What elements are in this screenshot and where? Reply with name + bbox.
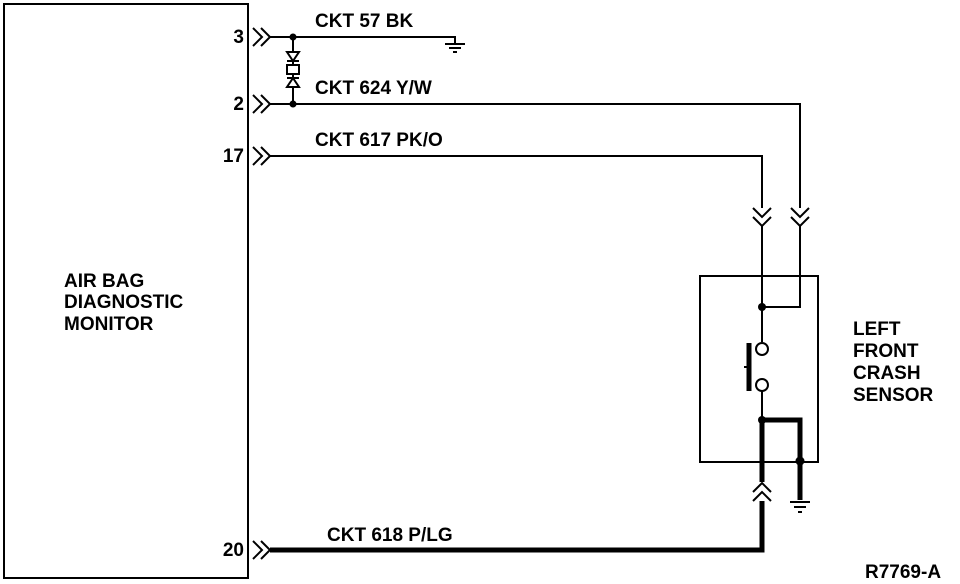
ckt-57-ground-icon — [445, 43, 465, 53]
ckt-624-sensor-connector — [790, 207, 810, 228]
sensor-switch-upper-contact — [755, 342, 769, 356]
pin-3-label: 3 — [233, 27, 244, 48]
sensor-ground-junction-dot — [795, 456, 805, 466]
ckt-624-label: CKT 624 Y/W — [315, 78, 432, 99]
ckt-624-wire — [270, 103, 801, 208]
ckt-57-wire — [270, 36, 456, 44]
diagnostic-monitor-box — [3, 3, 249, 579]
ckt-618-label: CKT 618 P/LG — [327, 525, 453, 546]
pin-17-connector — [252, 146, 272, 166]
pin-3-connector — [252, 27, 272, 47]
ckt-617-label: CKT 617 PK/O — [315, 130, 443, 151]
sensor-label-line-3: CRASH — [853, 363, 921, 384]
sensor-switch-blade-icon — [744, 343, 752, 391]
sensor-ground-loop — [762, 417, 803, 500]
pin-20-connector — [252, 540, 272, 560]
monitor-label-line-2: DIAGNOSTIC — [64, 292, 184, 313]
ckt-624-sensor-wire — [762, 226, 801, 308]
sensor-label-line-4: SENSOR — [853, 385, 934, 406]
ckt-618-sensor-connector — [752, 481, 772, 502]
sensor-ground-icon — [790, 501, 810, 513]
diode-box-icon — [286, 64, 300, 75]
pin-17-label: 17 — [223, 146, 244, 167]
diode-lower-icon — [285, 76, 301, 88]
monitor-label-line-3: MONITOR — [64, 314, 154, 335]
sensor-label-line-2: FRONT — [853, 341, 919, 362]
figure-id: R7769-A — [865, 562, 941, 583]
ckt-618-wire — [270, 501, 765, 553]
monitor-label-line-1: AIR BAG — [64, 271, 144, 292]
pin-20-label: 20 — [223, 540, 244, 561]
crash-sensor-box — [699, 275, 819, 463]
pin-2-connector — [252, 94, 272, 114]
diode-upper-icon — [285, 51, 301, 63]
sensor-switch-lower-contact — [755, 378, 769, 392]
ckt-617-sensor-connector — [752, 207, 772, 228]
sensor-label-line-1: LEFT — [853, 319, 901, 340]
ckt-57-label: CKT 57 BK — [315, 11, 413, 32]
ckt-617-wire — [270, 155, 763, 208]
pin-2-label: 2 — [233, 94, 244, 115]
